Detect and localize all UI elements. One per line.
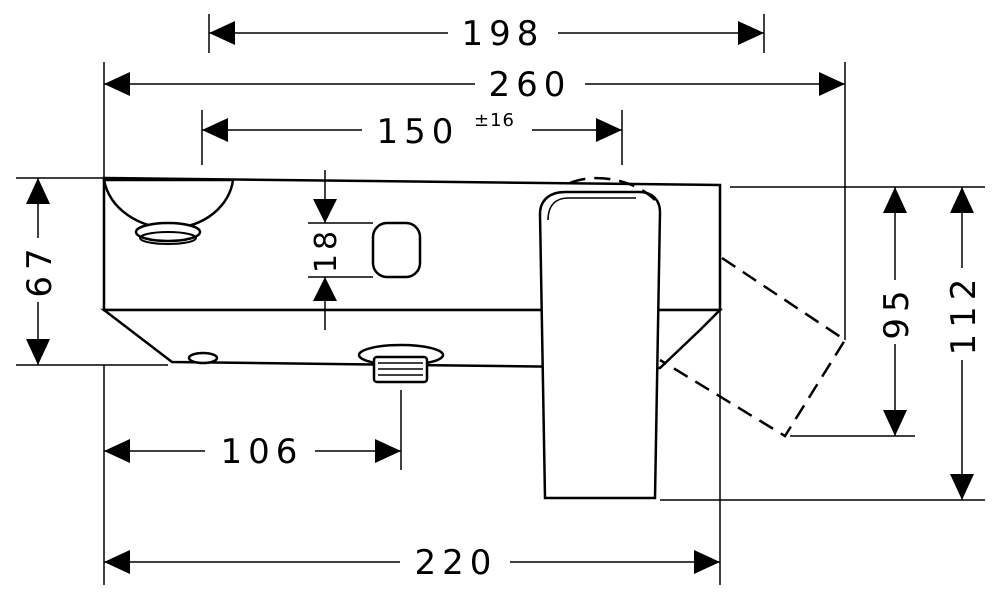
bottom-plug xyxy=(187,351,219,365)
dimension-150: 150 ±16 xyxy=(201,108,623,165)
dimension-106: 106 xyxy=(103,365,402,472)
dimension-95: 95 xyxy=(730,186,917,437)
dimension-18: 18 xyxy=(308,170,373,330)
dimension-112: 112 xyxy=(660,186,985,501)
diverter-button xyxy=(371,221,422,279)
lever-rotated-dashed xyxy=(659,256,847,438)
dimension-260: 260 xyxy=(103,62,846,340)
dimension-67: 67 xyxy=(16,177,168,366)
dimension-18-label: 18 xyxy=(309,227,344,273)
dimension-198-label: 198 xyxy=(462,14,545,54)
dimension-95-label: 95 xyxy=(877,284,917,339)
dimension-112-label: 112 xyxy=(944,273,984,356)
dimension-106-label: 106 xyxy=(221,432,304,472)
lever-handle xyxy=(538,176,662,500)
bottom-connector xyxy=(357,343,445,384)
dimension-220-label: 220 xyxy=(415,543,498,583)
dimension-220: 220 xyxy=(103,310,721,585)
dimension-260-label: 260 xyxy=(489,65,572,105)
dimension-150-tolerance: ±16 xyxy=(474,110,515,131)
dimension-198: 198 xyxy=(208,12,765,54)
outlet-bowl xyxy=(102,178,235,245)
dimension-150-label: 150 xyxy=(377,112,460,152)
dimension-67-label: 67 xyxy=(20,242,60,297)
